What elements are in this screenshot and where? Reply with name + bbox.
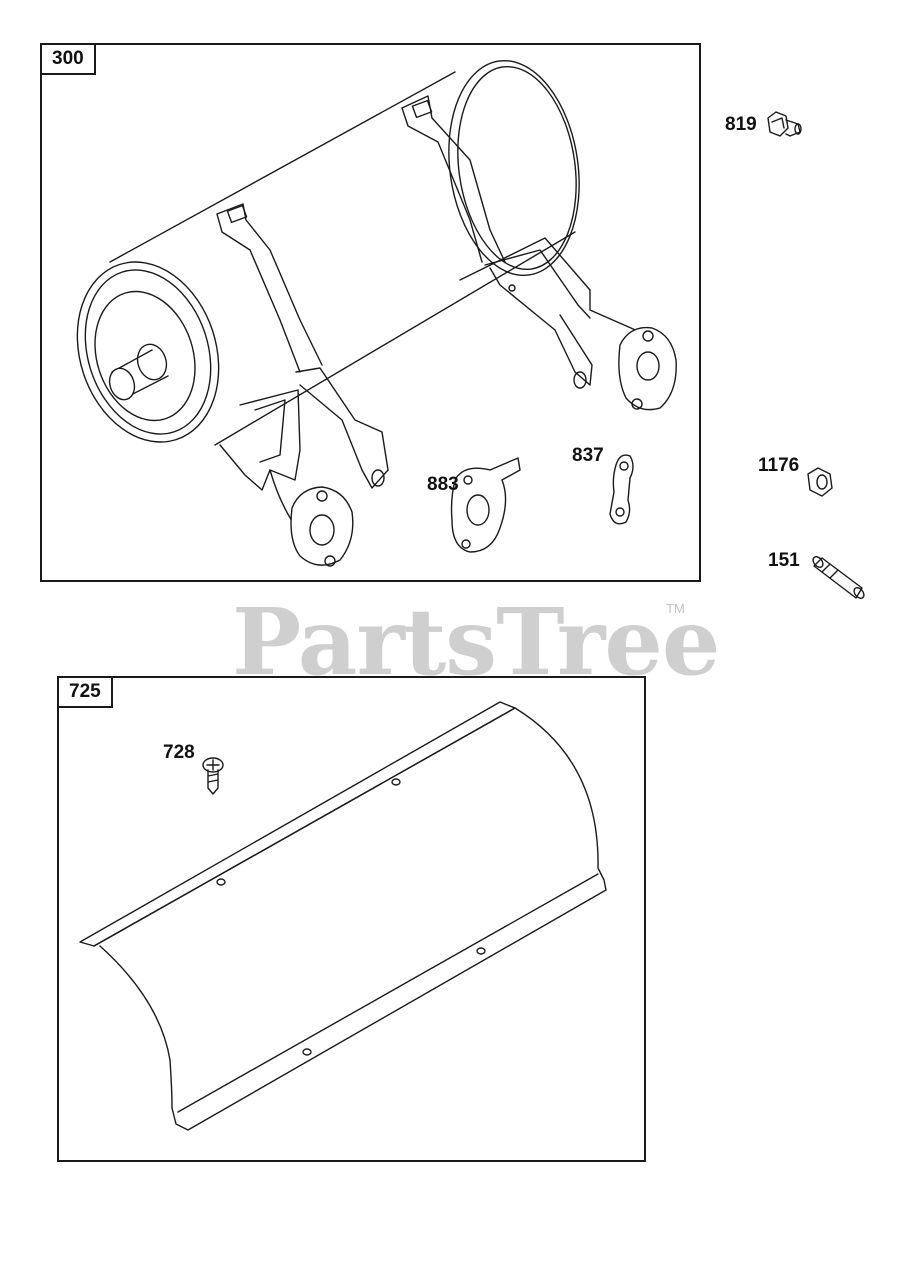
callout-1176: 1176 — [758, 455, 800, 476]
panel-muffler-assembly: 300 — [40, 43, 701, 582]
trademark-mark: TM — [666, 601, 685, 616]
cap-screw-819-drawing[interactable] — [768, 112, 801, 136]
nut-1176-drawing[interactable] — [808, 468, 832, 496]
callout-728: 728 — [163, 742, 195, 763]
panel-heat-shield: 725 — [57, 676, 646, 1162]
callout-151: 151 — [768, 550, 800, 571]
panel-label-725: 725 — [57, 676, 113, 708]
stud-151-drawing[interactable] — [811, 555, 866, 600]
panel-label-300: 300 — [40, 43, 96, 75]
partstree-watermark: PartsTree — [232, 588, 720, 696]
callout-819: 819 — [725, 114, 757, 135]
callout-883: 883 — [427, 474, 459, 495]
callout-837: 837 — [572, 445, 604, 466]
